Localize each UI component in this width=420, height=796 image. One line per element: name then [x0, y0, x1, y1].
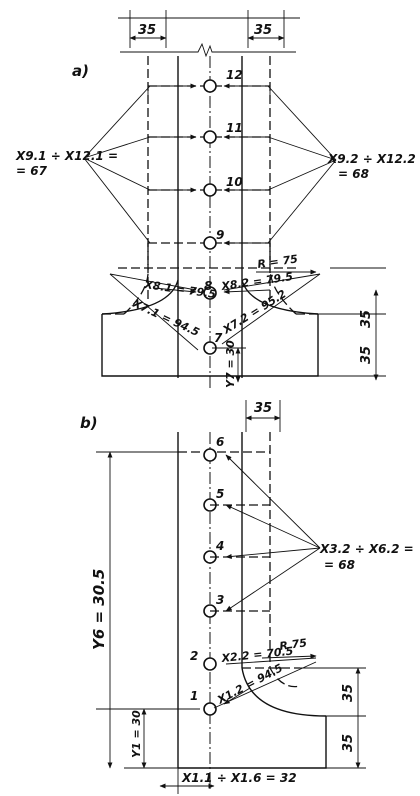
right-label-line2: = 68 — [338, 167, 369, 181]
hole-label-8: 8 — [204, 279, 212, 293]
view-a: 35 35 a) X9.1 ÷ X12.1 = = 67 — [15, 10, 416, 390]
view-b-label: b) — [80, 414, 98, 432]
dim-35-upper-a: 35 — [359, 310, 374, 328]
hole-label-2: 2 — [190, 649, 198, 663]
bottom-label: X1.1 ÷ X1.6 = 32 — [181, 771, 297, 785]
x72-label: X7.2 = 95.2 — [220, 287, 289, 337]
hole-12 — [203, 79, 217, 93]
hole-label-6: 6 — [216, 435, 224, 449]
y6-label: Y6 = 30.5 — [90, 569, 108, 650]
hole-10 — [203, 183, 217, 197]
dim-35-left: 35 — [138, 23, 156, 38]
right-label-b-line2: = 68 — [324, 558, 355, 572]
hole-label-5: 5 — [216, 487, 224, 501]
dim-35-top-b: 35 — [254, 401, 272, 416]
hole-label-9: 9 — [216, 228, 224, 242]
right-label-b-line1: X3.2 ÷ X6.2 = — [319, 542, 414, 556]
hole-label-10: 10 — [226, 175, 243, 189]
y7-label: Y7 = 30 — [224, 340, 237, 388]
radius-label-a: R = 75 — [257, 252, 299, 271]
radius-label-b: R 75 — [279, 636, 308, 653]
right-label-line1: X9.2 ÷ X12.2 — [327, 152, 416, 166]
left-label-line1: X9.1 ÷ X12.1 = — [15, 149, 118, 163]
view-b: b) 35 6 5 4 3 2 1 X3.2 — [80, 400, 414, 794]
dim-35-right: 35 — [254, 23, 272, 38]
hole-label-12: 12 — [226, 68, 243, 82]
hole-label-4: 4 — [215, 539, 224, 553]
view-a-label: a) — [72, 62, 89, 80]
x71-label: X7.1 = 94.5 — [130, 297, 202, 340]
hole-9 — [203, 236, 217, 250]
hole-6 — [203, 448, 217, 462]
hole-label-11: 11 — [226, 121, 243, 135]
dim-35-upper-b: 35 — [341, 684, 356, 702]
hole-label-1: 1 — [190, 689, 198, 703]
left-label-line2: = 67 — [16, 164, 48, 178]
hole-2 — [203, 657, 217, 671]
dim-35-lower-b: 35 — [341, 734, 356, 752]
hole-8 — [203, 286, 217, 300]
y1-label: Y1 = 30 — [130, 710, 143, 758]
hole-label-7: 7 — [214, 331, 223, 345]
hole-11 — [203, 130, 217, 144]
hole-1 — [203, 702, 217, 716]
dim-35-lower-a: 35 — [359, 346, 374, 364]
hole-label-3: 3 — [216, 593, 224, 607]
